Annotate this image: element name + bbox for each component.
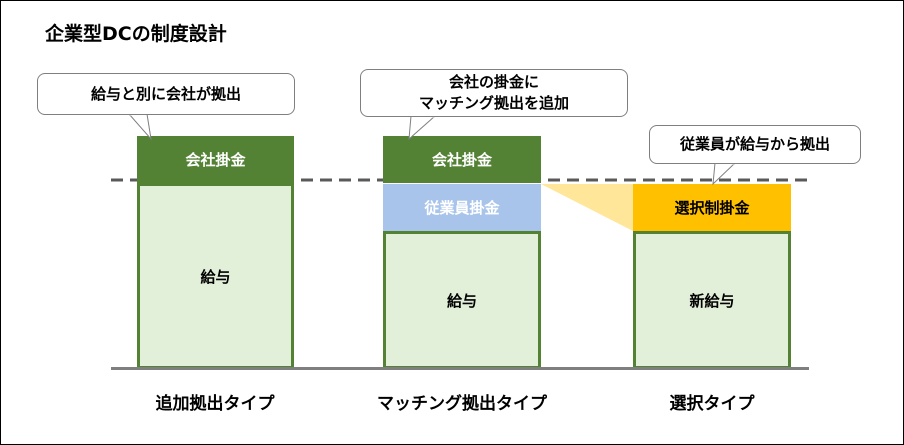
column2-type-label: マッチング拠出タイプ	[377, 394, 547, 414]
column2-salary-box: 給与	[383, 231, 541, 369]
column1-company-contribution-box: 会社掛金	[137, 136, 294, 183]
callout2-text-line2: マッチング拠出を追加	[418, 94, 569, 112]
column1-salary-box: 給与	[137, 183, 294, 369]
callout1-text: 給与と別に会社が拠出	[90, 84, 241, 103]
column2-employee-contribution-label: 従業員掛金	[424, 199, 500, 217]
callout3: 従業員が給与から拠出	[649, 125, 861, 164]
callout2-text-line1: 会社の掛金に	[448, 73, 539, 91]
connecting-wedge	[541, 184, 633, 231]
callout1: 給与と別に会社が拠出	[37, 73, 295, 115]
callout3-tail	[712, 162, 737, 186]
callout2-tail	[408, 115, 437, 141]
column1-type-label: 追加拠出タイプ	[155, 394, 275, 414]
column2-company-contribution-box: 会社掛金	[383, 136, 541, 183]
column3-type-label: 選択タイプ	[669, 394, 755, 414]
baseline	[111, 367, 809, 370]
column3-new-salary-label: 新給与	[689, 291, 735, 310]
column2-salary-label: 給与	[446, 291, 477, 310]
column1-company-contribution-label: 会社掛金	[185, 151, 246, 169]
column3-optional-contribution-box: 選択制掛金	[633, 184, 791, 231]
diagram-title: 企業型DCの制度設計	[45, 23, 227, 45]
column2-company-contribution-label: 会社掛金	[431, 151, 492, 169]
column1-salary-label: 給与	[200, 267, 231, 286]
column3-new-salary-box: 新給与	[633, 231, 791, 369]
column3-optional-contribution-label: 選択制掛金	[674, 199, 750, 217]
callout1-tail	[129, 113, 152, 141]
callout2: 会社の掛金に マッチング拠出を追加	[360, 69, 628, 117]
callout3-text: 従業員が給与から拠出	[679, 135, 830, 153]
column2-employee-contribution-box: 従業員掛金	[383, 184, 541, 231]
